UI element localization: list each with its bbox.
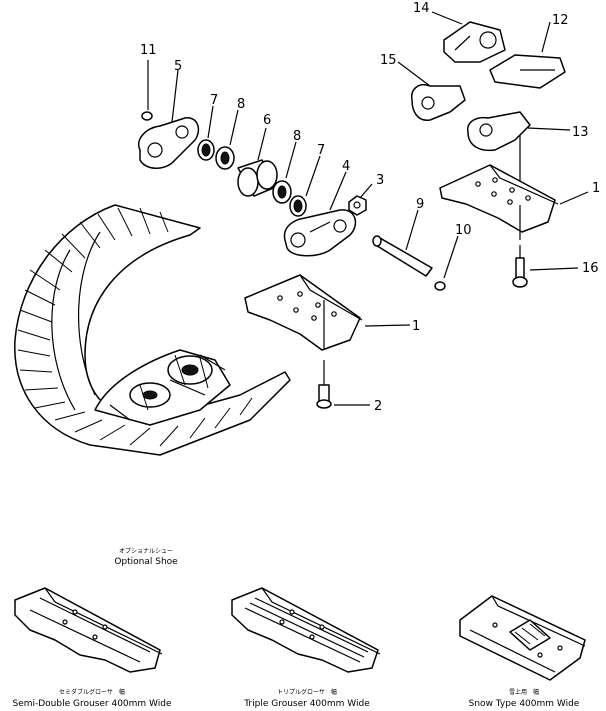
- part-12-bracket: [489, 21, 566, 89]
- callout-5: 5: [174, 59, 182, 74]
- part-4-link: [283, 171, 357, 257]
- callout-7-upper: 7: [210, 93, 218, 108]
- callout-13: 13: [572, 125, 589, 140]
- part-7-seal-upper: [197, 105, 215, 161]
- part-9-pin: [372, 209, 433, 277]
- part-1-shoe-lower: [244, 274, 411, 351]
- part-5-link: [138, 69, 200, 169]
- triple-grouser-jp: トリプルグローサ 幅: [277, 688, 337, 696]
- part-6-bushing: [237, 127, 279, 197]
- callout-labels: 14 12 11 5 15 7 8 6 8 7 13 4 3 1 9 10 16…: [140, 1, 600, 414]
- callout-1-upper: 1: [592, 181, 600, 196]
- part-13-bracket: [467, 111, 571, 190]
- part-3-nut: [348, 183, 373, 216]
- part-8-ring-lower: [272, 141, 297, 204]
- part-10-pin: [434, 235, 459, 291]
- callout-14: 14: [413, 1, 430, 16]
- triple-grouser-en: Triple Grouser 400mm Wide: [243, 699, 370, 709]
- callout-12: 12: [552, 13, 569, 28]
- triple-grouser-shoe: トリプルグローサ 幅 Triple Grouser 400mm Wide: [231, 587, 381, 709]
- callout-8-upper: 8: [237, 97, 245, 112]
- part-2-bolt: [316, 360, 370, 409]
- snow-type-shoe: 雪上用 幅 Snow Type 400mm Wide: [459, 595, 586, 709]
- snow-type-en: Snow Type 400mm Wide: [469, 699, 580, 709]
- callout-4: 4: [342, 159, 350, 174]
- part-14-bracket: [431, 11, 506, 63]
- callout-8-lower: 8: [293, 129, 301, 144]
- part-8-ring-upper: [215, 109, 239, 170]
- callout-11: 11: [140, 43, 157, 58]
- optional-shoe-heading-jp: オプショナルシュー: [119, 548, 173, 555]
- part-11-pin: [141, 60, 153, 121]
- callout-1-lower: 1: [412, 319, 420, 334]
- semi-double-grouser-en: Semi-Double Grouser 400mm Wide: [12, 699, 171, 709]
- semi-double-grouser-shoe: セミダブルグローサ 幅 Semi-Double Grouser 400mm Wi…: [12, 587, 172, 709]
- part-16-bolt: [512, 245, 579, 288]
- callout-16: 16: [582, 261, 599, 276]
- callout-2: 2: [374, 399, 382, 414]
- callout-10: 10: [455, 223, 472, 238]
- part-15-bracket: [397, 61, 466, 121]
- callout-3: 3: [376, 173, 384, 188]
- part-1-shoe-upper: [439, 164, 589, 240]
- semi-double-grouser-jp: セミダブルグローサ 幅: [59, 688, 125, 696]
- callout-15: 15: [380, 53, 397, 68]
- part-7-seal-lower: [289, 155, 321, 217]
- snow-type-jp: 雪上用 幅: [509, 688, 539, 696]
- callout-6: 6: [263, 113, 271, 128]
- track-chain-assembly: [14, 204, 291, 456]
- optional-shoe-heading-en: Optional Shoe: [114, 557, 178, 567]
- callout-9: 9: [416, 197, 424, 212]
- optional-shoe-heading: オプショナルシュー Optional Shoe: [114, 548, 178, 567]
- callout-7-lower: 7: [317, 143, 325, 158]
